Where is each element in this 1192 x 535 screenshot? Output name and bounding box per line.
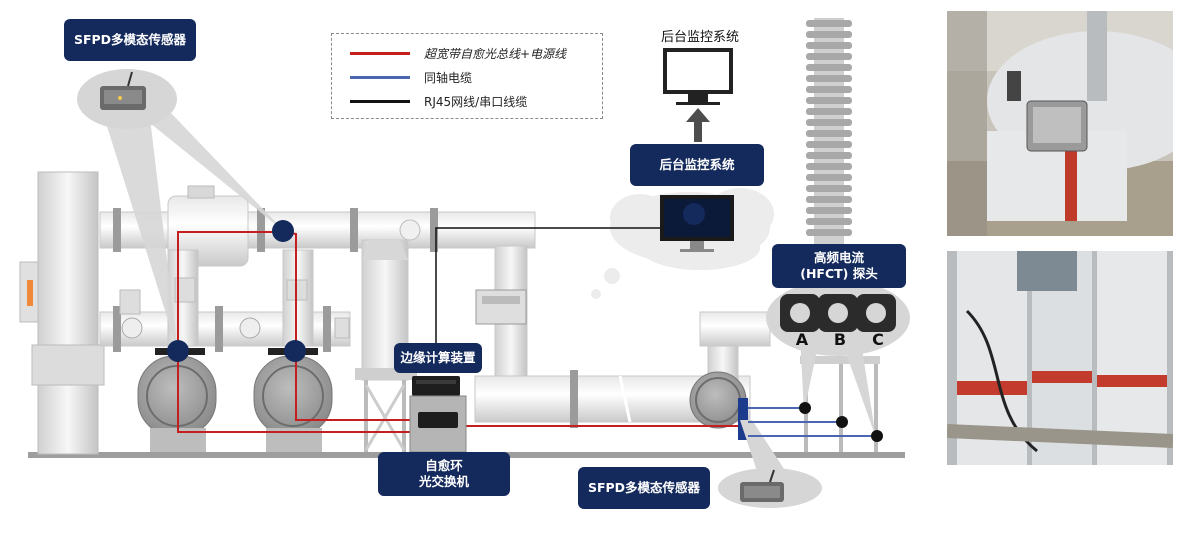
hfct-probes [780, 294, 896, 332]
photo-sensor-installation-art [947, 11, 1173, 236]
bushing-fin [806, 119, 852, 126]
label-sfpd-sensor-bottom: SFPD多模态传感器 [578, 467, 710, 509]
left-tower [37, 171, 99, 455]
bushing-fin [806, 86, 852, 93]
bushing-fin [806, 97, 852, 104]
black-rj45-line [435, 227, 660, 345]
label-edge-computing: 边缘计算装置 [394, 343, 482, 373]
bushing-fin [806, 130, 852, 137]
sensor-device-bottom [740, 469, 784, 502]
upload-arrow [686, 108, 710, 142]
bushing-fin [806, 229, 852, 236]
bushing-fin [806, 64, 852, 71]
phase-label-c: C [872, 330, 884, 349]
phase-label-a: A [795, 330, 809, 349]
legend-item-coax: 同轴电缆 [350, 68, 472, 86]
legend-label: 超宽带自愈光总线+电源线 [424, 46, 567, 61]
legend-item-fiber: 超宽带自愈光总线+电源线 [350, 44, 566, 62]
bushing-insulator [806, 18, 852, 248]
edge-device [412, 376, 460, 396]
switch-device [418, 412, 458, 428]
bushing-fin [806, 207, 852, 214]
legend-label: RJ45网线/串口线缆 [424, 94, 528, 109]
legend-swatch-blue [350, 75, 410, 79]
label-ring-switch: 自愈环 光交换机 [378, 452, 510, 496]
sensor-node-left [167, 340, 189, 362]
monitor-title: 后台监控系统 [660, 30, 739, 45]
bushing-fin [806, 75, 852, 82]
top-monitor [663, 48, 733, 105]
bushing-fin [806, 174, 852, 181]
phase-label-b: B [833, 330, 847, 349]
bushing-fin [806, 185, 852, 192]
legend-swatch-black [350, 99, 410, 103]
photo-sensor-installation [947, 11, 1173, 236]
legend: 超宽带自愈光总线+电源线 同轴电缆 RJ45网线/串口线缆 [331, 33, 603, 119]
legend-swatch-red [350, 51, 410, 55]
legend-item-rj45: RJ45网线/串口线缆 [350, 92, 527, 110]
bushing-fin [806, 108, 852, 115]
bushing-fin [806, 218, 852, 225]
sensor-node-top [272, 220, 294, 242]
bushing-fin [806, 20, 852, 27]
tank-right [253, 355, 333, 437]
bushing-fin [806, 163, 852, 170]
bushing-fin [806, 152, 852, 159]
photo-gis-bushings [947, 251, 1173, 465]
sensor-device-top [100, 71, 146, 110]
label-monitor-system: 后台监控系统 [630, 144, 764, 186]
bushing-fin [806, 141, 852, 148]
top-pipe [99, 211, 536, 249]
device-box [475, 289, 527, 325]
sensor-node-right [284, 340, 306, 362]
bushing-fin [806, 42, 852, 49]
bushing-fin [806, 196, 852, 203]
bushing-fin [806, 53, 852, 60]
photo-gis-bushings-art [947, 251, 1173, 465]
label-hfct-probe: 高频电流 (HFCT) 探头 [772, 244, 906, 288]
label-sfpd-sensor-top: SFPD多模态传感器 [64, 19, 196, 61]
cloud-monitor [660, 195, 734, 252]
legend-label: 同轴电缆 [424, 70, 473, 85]
bushing-fin [806, 31, 852, 38]
